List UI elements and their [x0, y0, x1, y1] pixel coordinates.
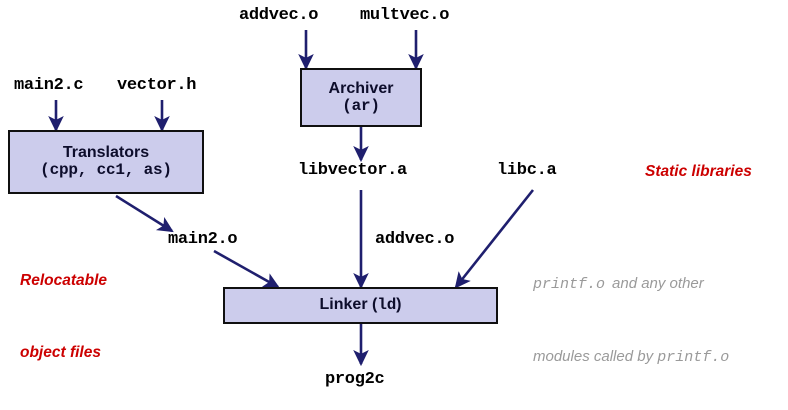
linker-command: ld: [377, 296, 397, 315]
note-fully-linked: Fully linked executable object file: [432, 360, 589, 410]
note-relocatable-line2: object files: [20, 344, 101, 362]
note-printf-mono-2: printf.o: [657, 349, 730, 366]
box-linker[interactable]: Linker ( ld ): [223, 287, 498, 324]
arrow-translators-to-main2o: [115, 194, 174, 233]
note-printf-modules: printf.o and any other modules called by…: [533, 224, 729, 410]
note-relocatable-object-files: Relocatable object files: [20, 221, 107, 410]
note-printf-mono-1: printf.o: [533, 276, 606, 293]
note-relocatable-line1: Relocatable: [20, 272, 108, 290]
note-printf-text-1: and any other: [612, 275, 704, 292]
label-libvector-a: libvector.a: [298, 161, 407, 180]
label-vector-h: vector.h: [117, 76, 197, 95]
box-archiver[interactable]: Archiver (ar): [300, 68, 422, 127]
label-prog2c: prog2c: [325, 370, 385, 389]
linker-title: Linker ( ld ): [320, 296, 402, 315]
label-multvec-o-top: multvec.o: [360, 6, 450, 25]
translators-paren-open: (: [40, 161, 50, 179]
note-printf-text-2: modules called by: [533, 348, 658, 365]
label-main2-c: main2.c: [14, 76, 84, 95]
arrow-main2o-to-linker: [213, 249, 280, 289]
archiver-title: Archiver: [328, 79, 394, 97]
translators-commands: ( cpp, cc1, as ): [40, 161, 172, 180]
translators-command-list: cpp, cc1, as: [49, 161, 163, 179]
linker-paren-close: ): [396, 296, 402, 314]
label-addvec-o-top: addvec.o: [239, 6, 319, 25]
translators-paren-close: ): [162, 161, 172, 179]
note-printf-line1: printf.o and any other: [533, 272, 729, 297]
box-translators[interactable]: Translators ( cpp, cc1, as ): [8, 130, 204, 194]
linker-label: Linker (: [319, 296, 378, 314]
label-addvec-o-mid: addvec.o: [375, 230, 455, 249]
arrow-libc-to-linker: [454, 189, 535, 289]
note-printf-line2: modules called by printf.o: [533, 345, 729, 370]
label-main2-o: main2.o: [168, 230, 238, 249]
label-libc-a: libc.a: [497, 161, 557, 180]
translators-title: Translators: [62, 144, 150, 162]
archiver-command: (ar): [342, 96, 380, 115]
note-static-libraries: Static libraries: [645, 163, 752, 180]
